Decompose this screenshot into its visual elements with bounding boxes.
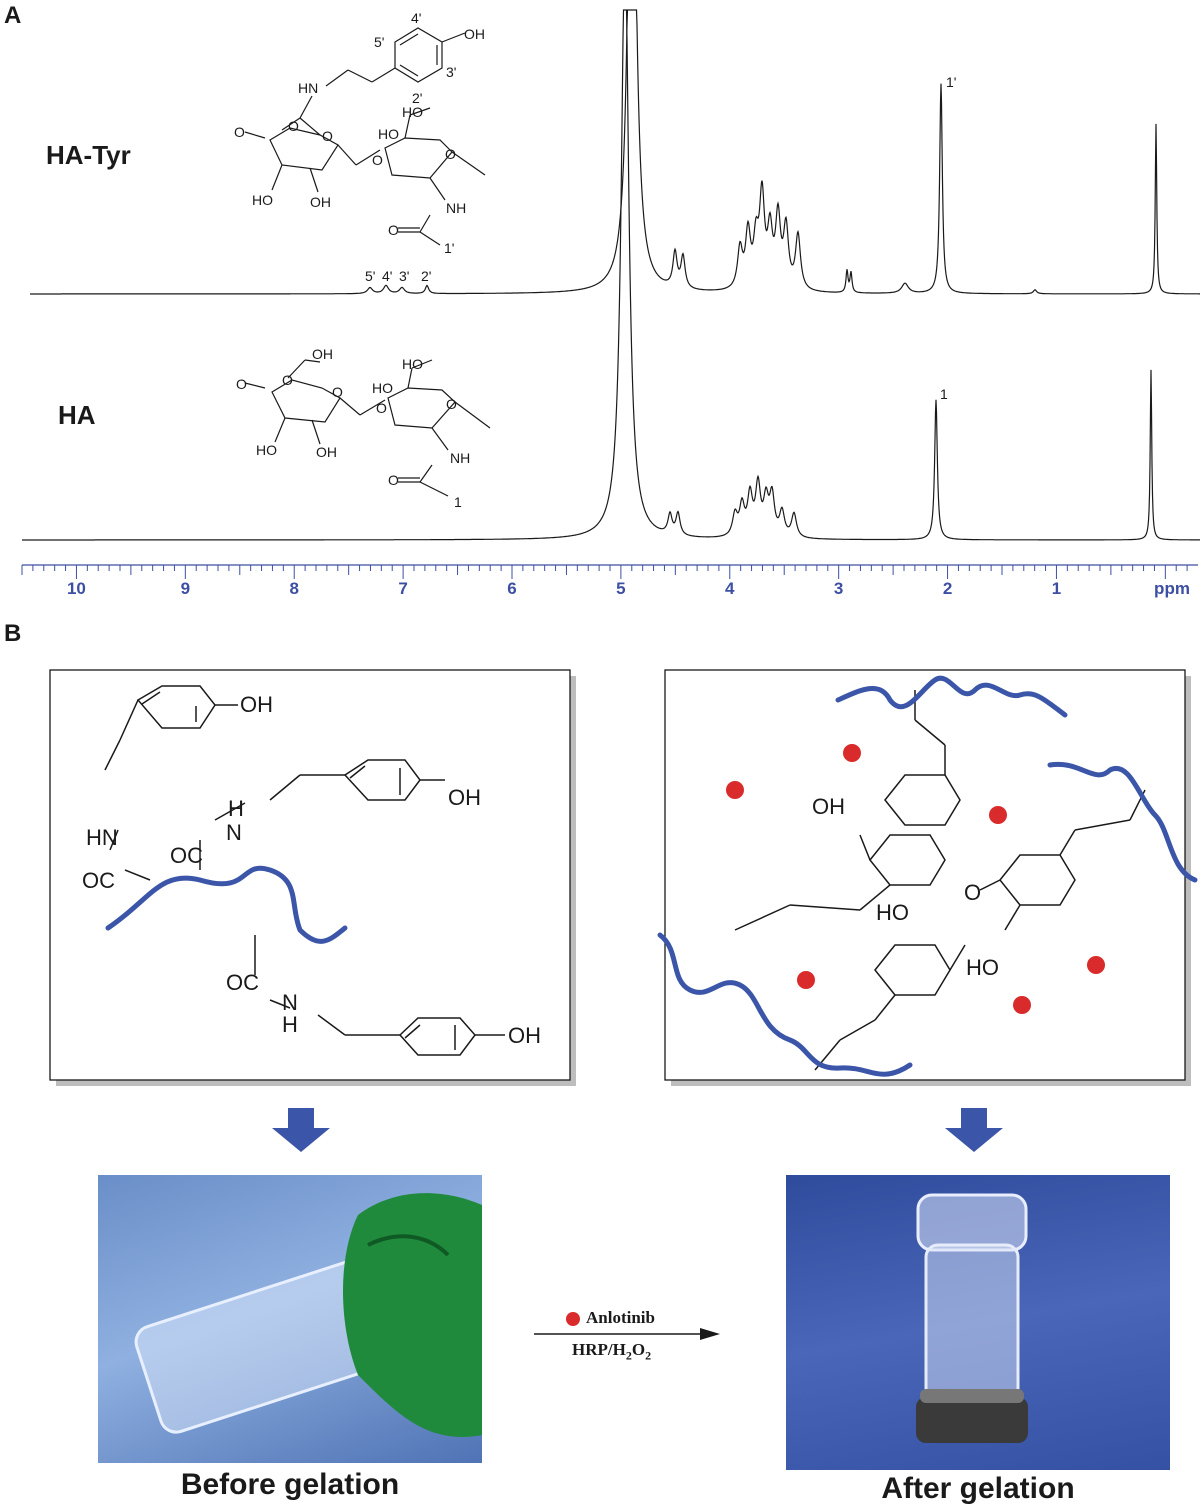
- reaction-arrow: [534, 1312, 720, 1340]
- atom-oc: OC: [226, 970, 259, 995]
- atom-nh: NH: [450, 450, 471, 466]
- atom-oc: OC: [82, 868, 115, 893]
- atom-o: O: [234, 124, 245, 140]
- atom-oh: OH: [312, 346, 333, 362]
- tick-label: 3: [833, 579, 844, 598]
- tick-label: 4: [725, 579, 735, 598]
- tick-label: 8: [289, 579, 299, 598]
- atom-oh: OH: [240, 692, 273, 717]
- peak-label-5: 5': [365, 268, 376, 284]
- photo-after-gelation: [786, 1175, 1170, 1470]
- before-box: [49, 669, 571, 1081]
- atom-o: O: [282, 372, 293, 388]
- atom-o: O: [288, 118, 299, 134]
- caption-after-gelation: After gelation: [881, 1472, 1075, 1505]
- structure-after: [734, 690, 1146, 1071]
- panel-letter-b: B: [4, 620, 22, 647]
- atom-ho: HO: [256, 442, 277, 458]
- atom-methyl-label: 1: [454, 494, 462, 510]
- atom-ho: HO: [966, 955, 999, 980]
- structure-hatyr: [244, 27, 486, 246]
- atom-h: H: [228, 796, 244, 821]
- arrow-label-o: O: [631, 1340, 646, 1359]
- peak-label-methyl-top: 1': [946, 74, 957, 90]
- arrow-label-hrp-text: HRP/H: [572, 1340, 626, 1359]
- down-arrow-right: [945, 1108, 1003, 1152]
- atom-o: O: [445, 146, 456, 162]
- atom-oh: OH: [310, 194, 331, 210]
- atom-ho: HO: [402, 356, 423, 372]
- peak-label-3: 3': [399, 268, 410, 284]
- down-arrow-left: [272, 1108, 330, 1152]
- tick-label: 10: [66, 579, 86, 598]
- atom-ho: HO: [252, 192, 273, 208]
- atom-o: O: [388, 472, 399, 488]
- atom-o: O: [388, 222, 399, 238]
- panel-letter-a: A: [4, 2, 22, 29]
- atom-n: N: [226, 820, 242, 845]
- atom-o: O: [236, 376, 247, 392]
- polymer-chain-before: [105, 865, 348, 944]
- ring-label-3p: 3': [446, 64, 457, 80]
- atom-ho: HO: [402, 104, 423, 120]
- tick-label: 5: [616, 579, 626, 598]
- ppm-axis: [21, 564, 1198, 579]
- drug-particles: [726, 744, 1105, 1014]
- anlotinib-particle-icon: [566, 1312, 580, 1326]
- atom-oh: OH: [508, 1023, 541, 1048]
- nmr-spectrum-hatyr: [30, 9, 1200, 295]
- nmr-spectrum-ha: [22, 9, 1200, 541]
- caption-before-gelation: Before gelation: [180, 1468, 400, 1501]
- atom-oc: OC: [170, 843, 203, 868]
- atom-o: O: [446, 396, 457, 412]
- tick-label: 2: [942, 579, 953, 598]
- structure-ha: [244, 359, 491, 497]
- arrow-label-hrp: HRP/H2O2: [572, 1340, 651, 1363]
- arrow-label-anlotinib: Anlotinib: [586, 1308, 655, 1327]
- atom-o: O: [964, 880, 982, 905]
- peak-label-methyl-bottom: 1: [940, 386, 948, 402]
- label-ha: HA: [58, 400, 96, 430]
- atom-oh: OH: [316, 444, 337, 460]
- atom-o: O: [372, 152, 383, 168]
- atom-o: O: [322, 128, 333, 144]
- tick-label: 7: [398, 579, 408, 598]
- label-hatyr: HA-Tyr: [46, 140, 131, 170]
- atom-oh: OH: [448, 785, 481, 810]
- atom-hn: HN: [298, 80, 319, 96]
- atom-oh: OH: [812, 794, 845, 819]
- peak-label-2: 2': [421, 268, 432, 284]
- ring-label-5p: 5': [374, 34, 385, 50]
- atom-hn: HN: [86, 825, 118, 850]
- atom-ho: HO: [372, 380, 393, 396]
- peak-label-4: 4': [382, 268, 393, 284]
- axis-unit: ppm: [1154, 579, 1190, 598]
- atom-n: N: [282, 990, 298, 1015]
- tick-label: 9: [180, 579, 191, 598]
- ring-label-4p: 4': [411, 10, 422, 26]
- atom-oh: OH: [464, 26, 485, 42]
- ring-label-2p: 2': [412, 90, 423, 106]
- tick-label: 6: [507, 579, 517, 598]
- atom-o: O: [376, 400, 387, 416]
- atom-ho: HO: [876, 900, 909, 925]
- after-box: [664, 669, 1186, 1081]
- atom-o: O: [332, 384, 343, 400]
- arrow-label-sub2: 2: [645, 1348, 652, 1363]
- tick-label: 1: [1051, 579, 1062, 598]
- structure-before: [104, 685, 505, 1056]
- atom-h: H: [282, 1012, 298, 1037]
- arrow-label-sub1: 2: [625, 1348, 632, 1363]
- atom-nh: NH: [446, 200, 467, 216]
- atom-methyl-label: 1': [444, 240, 455, 256]
- polymer-chains-after: [657, 675, 1198, 1077]
- atom-ho: HO: [378, 126, 399, 142]
- photo-before-gelation: [98, 1175, 482, 1463]
